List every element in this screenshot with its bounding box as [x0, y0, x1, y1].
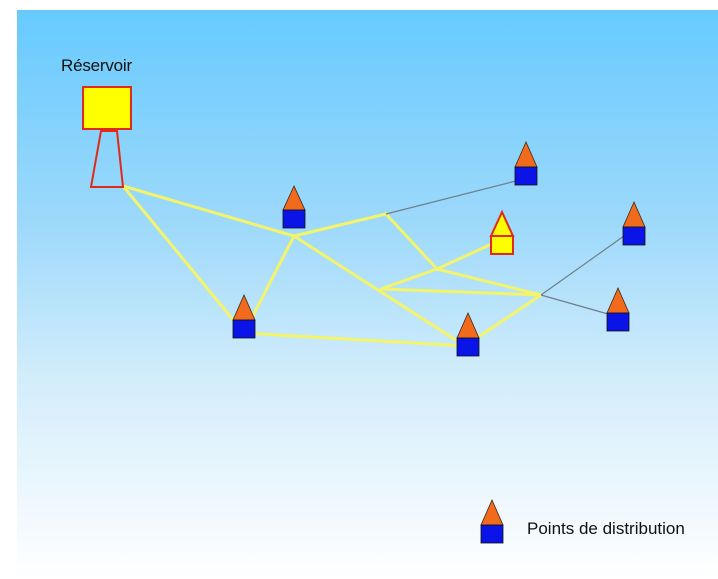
square-icon [282, 209, 306, 229]
pipe-reservoir-to-node-a [121, 184, 246, 335]
square-icon [606, 312, 630, 332]
triangle-icon [282, 185, 306, 211]
pipe-junction-2-to-node-top [385, 179, 521, 215]
distribution-node-highlighted [489, 209, 515, 255]
square-icon [490, 235, 514, 255]
triangle-icon [606, 287, 630, 314]
pipe-junction-3-to-junction-5 [435, 267, 543, 297]
square-icon [622, 226, 646, 246]
pipe-junction-1-to-node-b [292, 234, 467, 348]
reservoir [82, 86, 132, 188]
diagram-canvas [17, 10, 718, 579]
pipe-junction-3-to-junction-4 [379, 267, 439, 291]
pipe-junction-5-to-node-right-top [540, 235, 625, 296]
pipe-junction-3-to-highlight [435, 241, 496, 271]
distribution-node-6 [606, 287, 630, 332]
legend-symbol [480, 499, 504, 544]
triangle-icon [456, 312, 480, 339]
pipe-junction-5-to-node-right-bottom [540, 294, 609, 315]
distribution-node-4 [514, 141, 538, 186]
square-icon [456, 337, 480, 357]
pipe-junction-2-to-junction-3 [384, 212, 439, 271]
distribution-node-5 [622, 201, 646, 246]
reservoir-label: Réservoir [61, 56, 132, 75]
pipe-reservoir-to-junction-1 [121, 184, 296, 238]
square-icon [232, 319, 256, 339]
square-icon [480, 524, 504, 544]
pipe-junction-4-to-junction-5 [379, 287, 543, 297]
distribution-node-2 [232, 294, 256, 339]
distribution-node-3 [456, 312, 480, 357]
triangle-icon [480, 499, 504, 526]
main-pipes [121, 184, 543, 348]
pipe-junction-1-to-junction-2 [292, 212, 388, 238]
reservoir-tower [89, 130, 125, 188]
triangle-icon [622, 201, 646, 228]
secondary-pipes [385, 179, 625, 315]
triangle-icon [514, 141, 538, 168]
pipe-node-a-to-node-b [242, 331, 467, 348]
distribution-node-1 [282, 185, 306, 229]
legend-label: Points de distribution [527, 519, 685, 538]
triangle-icon [232, 294, 256, 321]
reservoir-tank [82, 86, 132, 130]
square-icon [514, 166, 538, 186]
triangle-icon [489, 209, 515, 237]
